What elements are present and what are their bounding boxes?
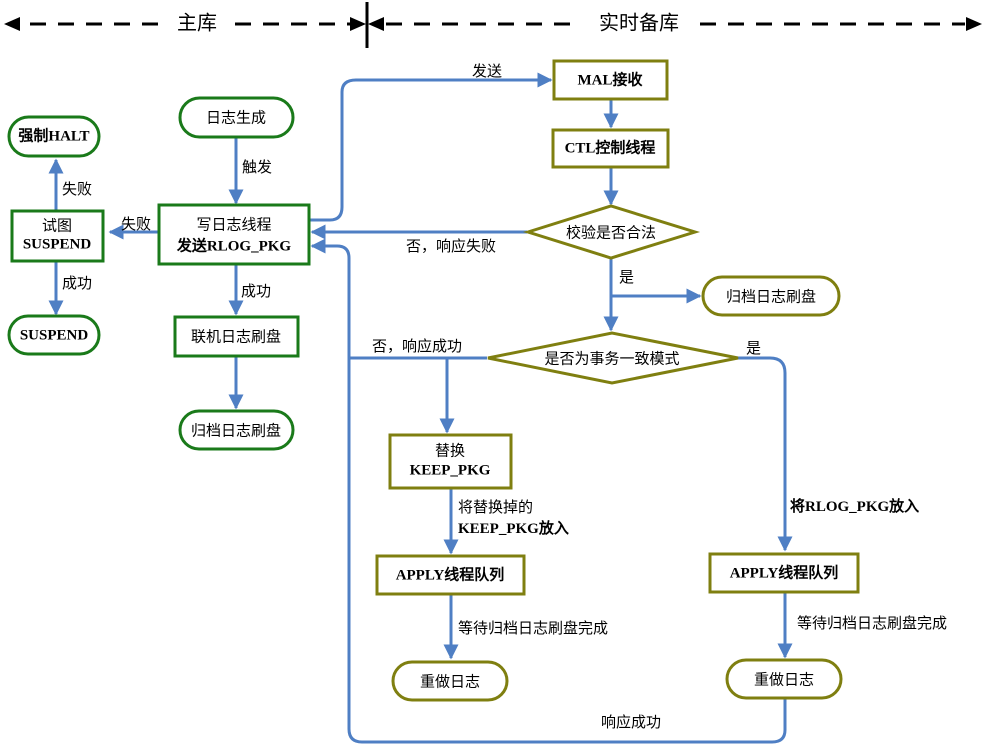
edge-label-respond-success: 响应成功 bbox=[601, 713, 661, 731]
node-archive-flush-primary bbox=[178, 409, 295, 451]
node-redo-left bbox=[391, 660, 509, 702]
edge-label-no-fail: 否，响应失败 bbox=[406, 237, 496, 255]
node-replace-keep-pkg bbox=[388, 433, 513, 490]
node-tx-consistent-label: 是否为事务一致模式 bbox=[544, 350, 679, 368]
node-check-valid-label: 校验是否合法 bbox=[566, 224, 656, 242]
edge-label-trigger: 触发 bbox=[242, 158, 272, 176]
node-archive-flush-standby bbox=[701, 275, 841, 317]
header-primary-arrow bbox=[4, 17, 366, 31]
node-apply-queue-left-label: APPLY线程队列 bbox=[396, 565, 505, 583]
node-check-valid bbox=[522, 204, 701, 260]
edge-label-fail-write: 失败 bbox=[121, 215, 151, 233]
arrow-consistent-no-to-write bbox=[310, 238, 487, 360]
node-suspend bbox=[7, 314, 101, 356]
edge-label-put-replaced-2: KEEP_PKG放入 bbox=[458, 519, 569, 537]
node-apply-queue-right bbox=[708, 552, 860, 594]
node-archive-flush-primary-label: 归档日志刷盘 bbox=[191, 422, 281, 440]
header-primary-label: 主库 bbox=[177, 11, 217, 35]
edge-label-success-write: 成功 bbox=[241, 282, 271, 300]
edge-label-fail-suspend: 失败 bbox=[62, 180, 92, 198]
arrow-respond-success-loop bbox=[347, 358, 787, 744]
edge-label-yes-consistent: 是 bbox=[746, 339, 761, 357]
node-write-thread-label-2: 发送RLOG_PKG bbox=[176, 236, 292, 254]
edge-label-send: 发送 bbox=[472, 62, 502, 80]
node-try-suspend-label-2: SUSPEND bbox=[23, 236, 92, 252]
node-ctl-thread-label: CTL控制线程 bbox=[565, 138, 656, 156]
edge-label-put-rlog: 将RLOG_PKG放入 bbox=[790, 497, 919, 515]
node-mal-receive-label: MAL接收 bbox=[578, 70, 643, 88]
node-replace-label-2: KEEP_PKG bbox=[410, 462, 491, 478]
node-try-suspend bbox=[10, 209, 105, 263]
node-redo-right bbox=[725, 658, 843, 700]
node-write-thread-label-1: 写日志线程 bbox=[196, 216, 271, 234]
arrow-send-to-mal bbox=[310, 72, 553, 222]
node-redo-left-label: 重做日志 bbox=[420, 673, 480, 691]
edge-label-wait-left: 等待归档日志刷盘完成 bbox=[458, 619, 608, 637]
header-standby-label: 实时备库 bbox=[599, 11, 679, 35]
node-online-flush-label: 联机日志刷盘 bbox=[191, 328, 281, 346]
node-log-generate-label: 日志生成 bbox=[206, 109, 266, 127]
node-mal-receive bbox=[552, 59, 669, 101]
header-standby-arrow bbox=[368, 17, 982, 31]
node-force-halt bbox=[7, 115, 101, 158]
node-archive-flush-standby-label: 归档日志刷盘 bbox=[726, 288, 816, 306]
node-tx-consistent bbox=[487, 331, 739, 385]
arrow-consistent-yes-to-apply-right bbox=[737, 356, 793, 552]
edge-label-put-replaced-1: 将替换掉的 bbox=[458, 498, 533, 516]
node-apply-queue-right-label: APPLY线程队列 bbox=[730, 563, 839, 581]
edge-label-yes-valid: 是 bbox=[619, 268, 634, 286]
node-replace-label-1: 替换 bbox=[435, 442, 465, 460]
node-write-thread bbox=[157, 203, 311, 266]
node-redo-right-label: 重做日志 bbox=[754, 671, 814, 689]
node-suspend-label: SUSPEND bbox=[20, 327, 89, 343]
node-ctl-thread bbox=[551, 128, 670, 169]
node-online-flush bbox=[173, 315, 300, 358]
edge-label-success-suspend: 成功 bbox=[62, 274, 92, 292]
node-force-halt-label: 强制HALT bbox=[18, 126, 89, 144]
node-try-suspend-label-1: 试图 bbox=[42, 217, 72, 235]
node-log-generate bbox=[178, 96, 295, 139]
edge-label-wait-right: 等待归档日志刷盘完成 bbox=[797, 614, 947, 632]
node-apply-queue-left bbox=[375, 554, 526, 596]
edge-label-no-success: 否，响应成功 bbox=[372, 337, 462, 355]
